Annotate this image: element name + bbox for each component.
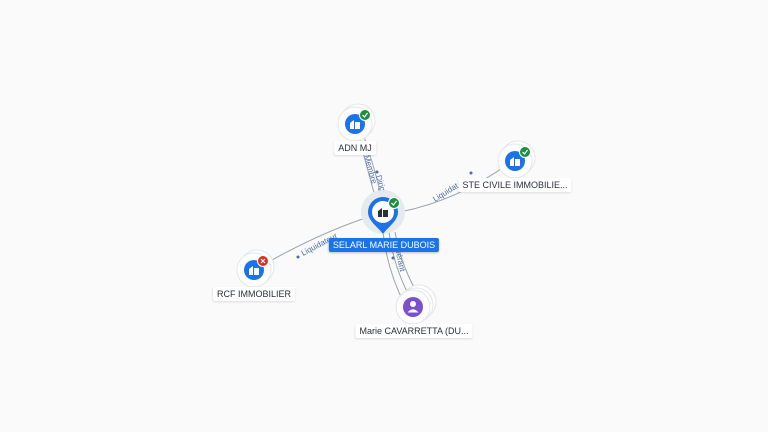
building-icon — [378, 208, 388, 217]
person-icon-head — [410, 301, 416, 307]
status-active-icon — [519, 146, 531, 158]
close-icon — [260, 258, 266, 264]
node-rcf-immobilier[interactable] — [236, 249, 275, 288]
edge-label-dirigeant: Dirig — [374, 174, 387, 192]
status-active-icon — [388, 197, 400, 209]
edge-arrows — [296, 170, 473, 260]
edge-arrow — [296, 255, 300, 259]
node-label-rcf[interactable]: RCF IMMOBILIER — [212, 287, 296, 301]
edge-arrow — [469, 171, 473, 175]
edge-label-liquidat: Liquidat — [431, 181, 460, 204]
building-icon-glyph — [510, 157, 520, 166]
status-active-icon — [359, 109, 371, 121]
node-label-selarl[interactable]: SELARL MARIE DUBOIS — [328, 238, 440, 252]
person-icon-body — [407, 309, 419, 313]
node-selarl-center[interactable] — [361, 190, 405, 234]
node-adn-mj[interactable] — [337, 103, 376, 142]
edge-arrow — [375, 170, 379, 174]
edge-arrow — [391, 256, 395, 260]
node-ste-civile[interactable] — [497, 140, 536, 179]
check-icon — [362, 112, 368, 118]
node-label-marie[interactable]: Marie CAVARRETTA (DU... — [355, 324, 473, 338]
check-icon — [391, 200, 397, 206]
building-icon-glyph — [249, 266, 259, 275]
node-label-ste-civile[interactable]: STE CIVILE IMMOBILIE... — [458, 178, 572, 192]
node-label-adn-mj[interactable]: ADN MJ — [334, 141, 376, 155]
node-marie-cavarretta[interactable] — [395, 284, 437, 325]
check-icon — [522, 149, 528, 155]
building-icon-glyph — [350, 120, 360, 129]
